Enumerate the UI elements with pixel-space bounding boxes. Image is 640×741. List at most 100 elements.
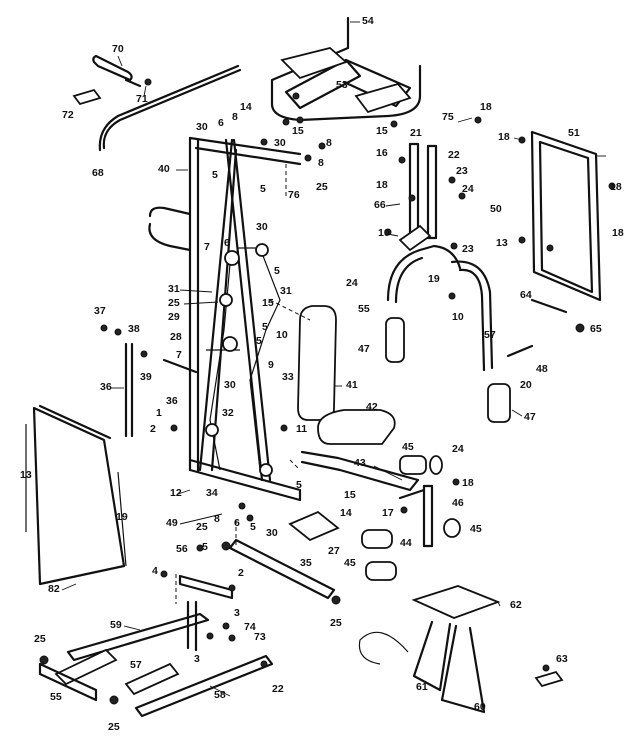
callout-18c: 18 (376, 179, 388, 191)
callout-51: 51 (568, 127, 580, 139)
callout-41: 41 (346, 379, 358, 391)
callout-13b: 13 (20, 469, 32, 481)
callout-8d: 8 (214, 513, 220, 525)
callout-33: 33 (282, 371, 294, 383)
callout-23b: 23 (462, 243, 474, 255)
callout-30c: 30 (256, 221, 268, 233)
callout-5h: 5 (202, 541, 208, 553)
callout-6: 6 (218, 117, 224, 129)
callout-10: 10 (378, 227, 390, 239)
callout-14: 14 (240, 101, 252, 113)
bracket (534, 670, 564, 688)
callout-15b: 15 (292, 125, 304, 137)
callout-3b: 3 (194, 653, 200, 665)
callout-18e: 18 (610, 181, 622, 193)
callout-14b: 14 (340, 507, 352, 519)
callout-7b: 7 (176, 349, 182, 361)
callout-57: 57 (484, 329, 496, 341)
callout-6c: 6 (234, 517, 240, 529)
callout-15: 15 (376, 125, 388, 137)
callout-10b: 10 (452, 311, 464, 323)
callout-13: 13 (496, 237, 508, 249)
callout-5d: 5 (262, 321, 268, 333)
callout-37: 37 (94, 305, 106, 317)
stand (358, 585, 501, 714)
callout-56: 56 (176, 543, 188, 555)
callout-3: 3 (234, 607, 240, 619)
callout-4: 4 (152, 565, 158, 577)
callout-24c: 24 (452, 443, 464, 455)
callout-53: 53 (336, 79, 348, 91)
callout-72: 72 (62, 109, 74, 121)
press-arm-assembly (386, 142, 494, 372)
back-pad (297, 305, 337, 421)
callout-36b: 36 (166, 395, 178, 407)
weight-post (530, 298, 568, 314)
callout-44: 44 (400, 537, 412, 549)
callout-27: 27 (328, 545, 340, 557)
callout-30b: 30 (274, 137, 286, 149)
callouts: 54 70 53 71 72 75 18 51 18 14 15 21 6 8 … (20, 15, 624, 733)
callout-71: 71 (136, 93, 148, 105)
handle-48 (506, 344, 534, 358)
callout-73: 73 (254, 631, 266, 643)
side-board (25, 404, 127, 586)
callout-38: 38 (128, 323, 140, 335)
callout-57b: 57 (130, 659, 142, 671)
callout-15c: 15 (262, 297, 274, 309)
callout-5: 5 (212, 169, 218, 181)
callout-18: 18 (480, 101, 492, 113)
hardware-bolts (39, 78, 616, 705)
callout-5g: 5 (250, 521, 256, 533)
callout-7: 7 (204, 241, 210, 253)
callout-24b: 24 (346, 277, 358, 289)
callout-17: 17 (382, 507, 394, 519)
handle-grip-right (487, 383, 511, 423)
callout-5e: 5 (256, 335, 262, 347)
callout-55: 55 (358, 303, 370, 315)
callout-25c: 25 (196, 521, 208, 533)
callout-66: 66 (374, 199, 386, 211)
callout-28: 28 (170, 331, 182, 343)
callout-21: 21 (410, 127, 422, 139)
foot-plate (288, 510, 340, 542)
callout-25f: 25 (108, 721, 120, 733)
base-frame (38, 538, 336, 718)
callout-8: 8 (232, 111, 238, 123)
callout-22b: 22 (272, 683, 284, 695)
callout-40: 40 (158, 163, 170, 175)
callout-30d: 30 (224, 379, 236, 391)
callout-30: 30 (196, 121, 208, 133)
callout-36: 36 (100, 381, 112, 393)
callout-62: 62 (510, 599, 522, 611)
callout-49: 49 (166, 517, 178, 529)
callout-35: 35 (300, 557, 312, 569)
callout-82: 82 (48, 583, 60, 595)
callout-24: 24 (462, 183, 474, 195)
callout-68: 68 (92, 167, 104, 179)
callout-18b: 18 (498, 131, 510, 143)
callout-47b: 47 (524, 411, 536, 423)
callout-1: 1 (156, 407, 162, 419)
callout-34: 34 (206, 487, 218, 499)
callout-39: 39 (140, 371, 152, 383)
callout-10c: 10 (276, 329, 288, 341)
callout-25b: 25 (168, 297, 180, 309)
callout-70: 70 (112, 43, 124, 55)
callout-58: 58 (214, 689, 226, 701)
callout-55b: 55 (50, 691, 62, 703)
callout-46: 46 (452, 497, 464, 509)
callout-20: 20 (520, 379, 532, 391)
rear-frame (530, 130, 602, 302)
callout-2: 2 (150, 423, 156, 435)
callout-15d: 15 (344, 489, 356, 501)
callout-5f: 5 (296, 479, 302, 491)
callout-11: 11 (296, 423, 307, 435)
callout-5c: 5 (274, 265, 280, 277)
callout-61: 61 (416, 681, 428, 693)
callout-65: 65 (590, 323, 602, 335)
callout-5b: 5 (260, 183, 266, 195)
callout-31b: 31 (280, 285, 292, 297)
callout-31: 31 (168, 283, 180, 295)
callout-16: 16 (376, 147, 388, 159)
